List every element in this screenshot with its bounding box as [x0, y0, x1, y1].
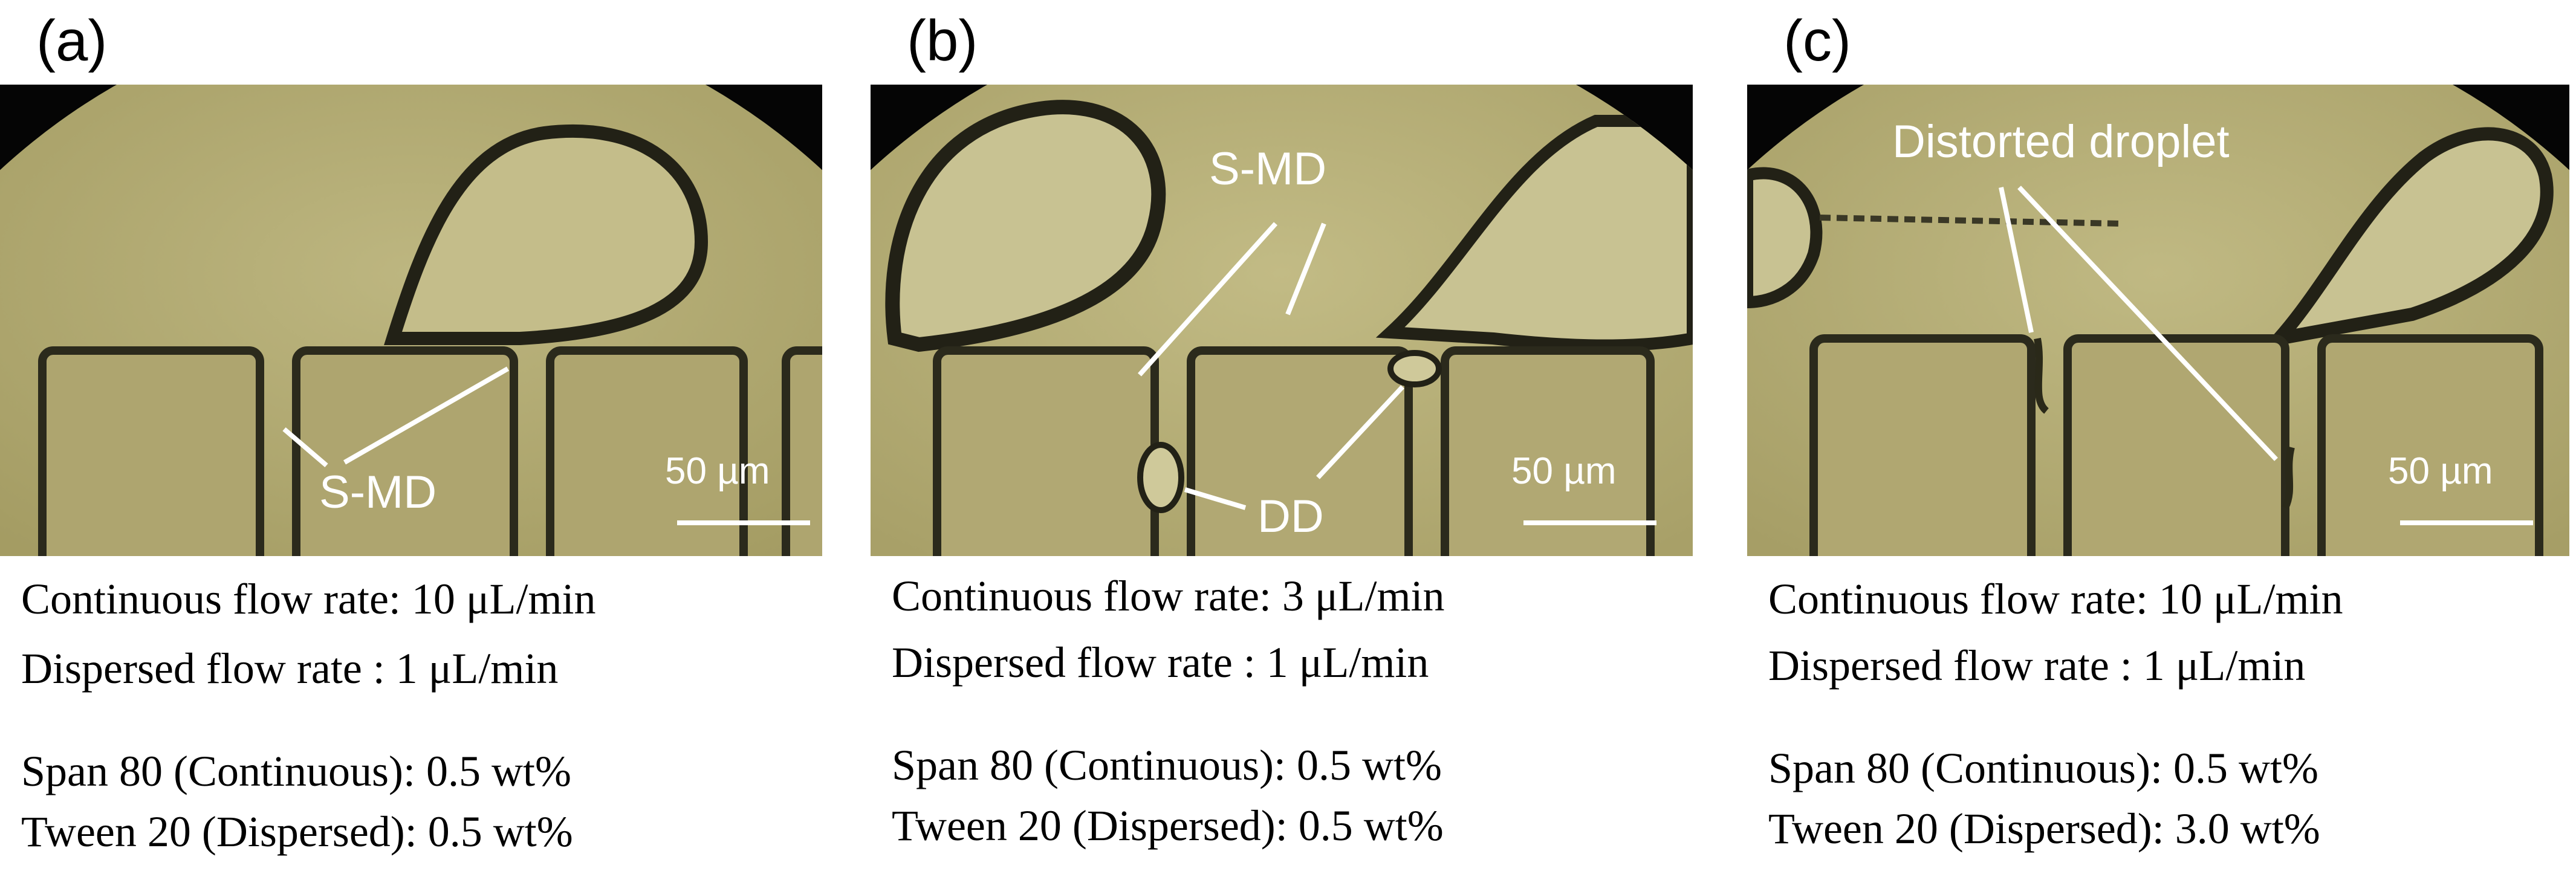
droplet	[2261, 127, 2554, 349]
channel-pillar	[38, 346, 264, 556]
pointer-line	[2017, 186, 2278, 461]
channel-pillar	[1809, 334, 2036, 556]
span80-concentration: Span 80 (Continuous): 0.5 wt%	[892, 741, 1442, 789]
panel-letter: (c)	[1783, 8, 1851, 73]
micrograph-a: S-MD 50 µm	[0, 85, 822, 556]
pointer-line	[1999, 187, 2034, 333]
channel-pillar	[546, 346, 748, 556]
annotation-dd: DD	[1257, 491, 1324, 542]
channel-pillar	[933, 346, 1159, 556]
distorted-droplet	[2034, 337, 2049, 414]
span80-concentration: Span 80 (Continuous): 0.5 wt%	[1768, 744, 2318, 792]
scale-bar-label: 50 µm	[2388, 450, 2493, 492]
channel-pillar	[782, 346, 822, 556]
deformed-droplet	[1387, 350, 1442, 387]
distorted-droplet	[2282, 446, 2295, 510]
droplet	[384, 124, 709, 345]
channel-pillar	[2063, 334, 2289, 556]
channel-pillar	[1441, 346, 1655, 556]
span80-concentration: Span 80 (Continuous): 0.5 wt%	[21, 747, 571, 795]
micrograph-c: Distorted droplet 50 µm	[1747, 85, 2569, 556]
tween20-concentration: Tween 20 (Dispersed): 0.5 wt%	[892, 801, 1444, 850]
continuous-flow-rate: Continuous flow rate: 3 μL/min	[892, 572, 1445, 620]
pointer-line	[1285, 222, 1326, 316]
scale-bar-label: 50 µm	[1511, 450, 1617, 492]
pointer-line	[1184, 487, 1247, 510]
droplet	[885, 100, 1166, 352]
channel-pillar	[2317, 334, 2543, 556]
deformed-droplet	[1137, 442, 1184, 513]
panel-a: (a) S-MD 50 µm Continuous	[0, 0, 822, 874]
pointer-line	[1316, 385, 1404, 479]
scale-bar-label: 50 µm	[665, 450, 770, 492]
panel-c: (c) Distorted droplet	[1747, 0, 2569, 874]
dispersed-flow-rate: Dispersed flow rate : 1 μL/min	[1768, 641, 2306, 690]
annotation-distorted-droplet: Distorted droplet	[1892, 116, 2230, 167]
panel-letter: (b)	[907, 8, 978, 73]
pointer-line	[343, 366, 509, 465]
dispersed-flow-rate: Dispersed flow rate : 1 μL/min	[892, 638, 1429, 687]
tween20-concentration: Tween 20 (Dispersed): 0.5 wt%	[21, 808, 573, 856]
channel-pillar	[292, 346, 518, 556]
annotation-smd: S-MD	[319, 467, 436, 518]
panel-letter: (a)	[36, 8, 108, 73]
panel-b: (b) S-MD DD	[871, 0, 1693, 874]
droplet	[1747, 167, 1823, 309]
pointer-line	[282, 427, 328, 468]
tween20-concentration: Tween 20 (Dispersed): 3.0 wt%	[1768, 804, 2320, 853]
micrograph-b: S-MD DD 50 µm	[871, 85, 1693, 556]
continuous-flow-rate: Continuous flow rate: 10 μL/min	[21, 575, 596, 623]
continuous-flow-rate: Continuous flow rate: 10 μL/min	[1768, 575, 2343, 623]
pointer-line	[1138, 222, 1277, 377]
dispersed-flow-rate: Dispersed flow rate : 1 μL/min	[21, 644, 559, 693]
annotation-smd: S-MD	[1209, 143, 1326, 195]
droplet	[1375, 115, 1693, 352]
channel-pillar	[1187, 346, 1413, 556]
